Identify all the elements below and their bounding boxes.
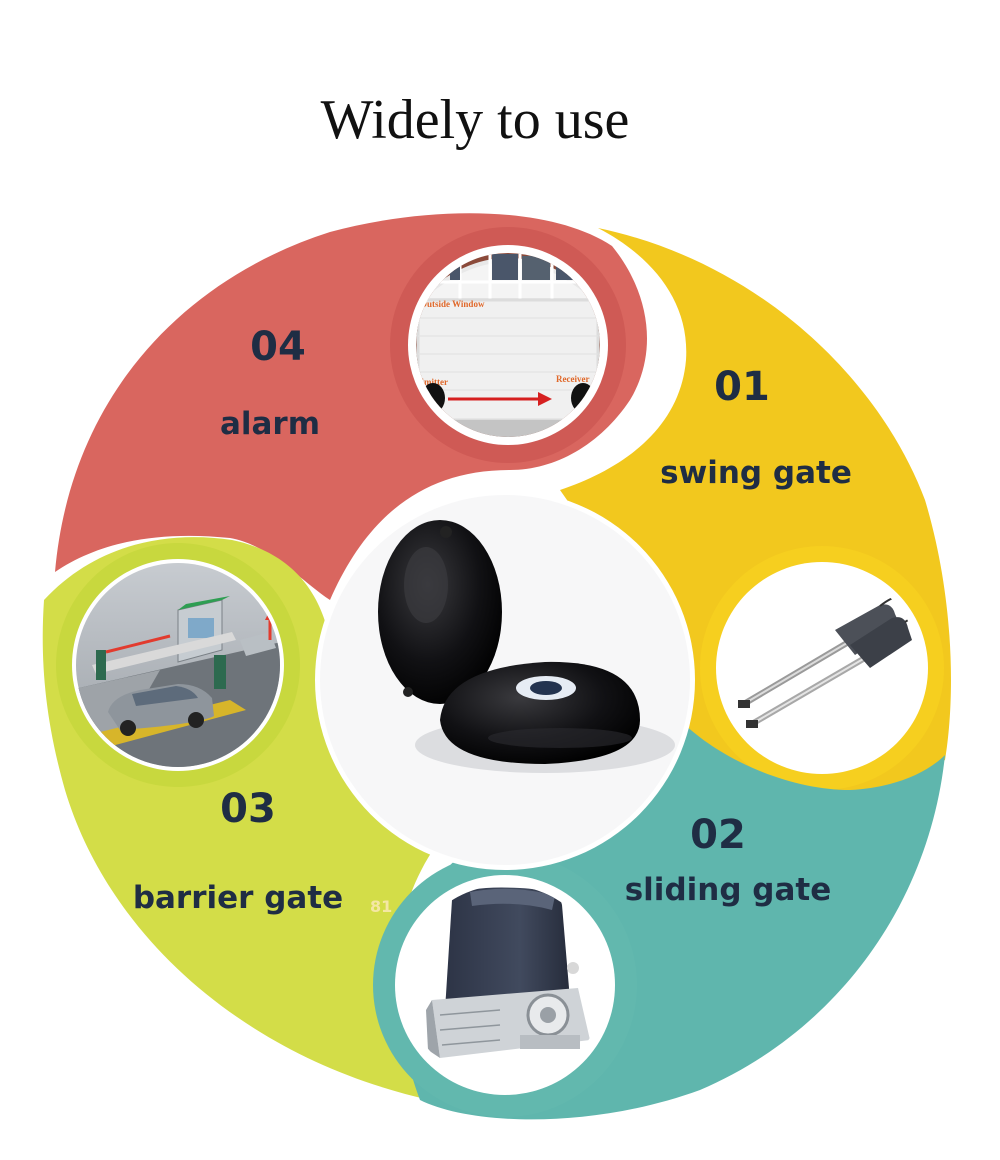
segment-label-swing-gate: swing gate — [660, 455, 852, 491]
emitter-caption: Emitter — [418, 377, 448, 387]
segment-number-swing-gate: 01 — [714, 364, 770, 410]
segment-label-alarm: alarm — [220, 406, 320, 442]
segment-label-barrier-gate: barrier gate — [133, 880, 343, 916]
segment-number-sliding-gate: 02 — [690, 812, 746, 858]
sliding-gate-motor-icon — [426, 887, 590, 1058]
parking-barrier-icon — [76, 563, 280, 767]
receiver-caption: Receiver — [556, 374, 589, 384]
infrared-sensor-pair — [320, 495, 690, 865]
page-title: Widely to use — [320, 89, 630, 151]
segment-label-sliding-gate: sliding gate — [625, 872, 832, 908]
window-caption: Outside Window — [420, 299, 485, 309]
swing-gate-arm-icon — [738, 595, 917, 728]
window-alarm-icon: Outside Window Emitter Receiver — [416, 253, 600, 437]
segment-number-alarm: 04 — [250, 324, 306, 370]
stray-label-text: 81 — [370, 897, 392, 916]
segment-number-barrier-gate: 03 — [220, 786, 276, 832]
